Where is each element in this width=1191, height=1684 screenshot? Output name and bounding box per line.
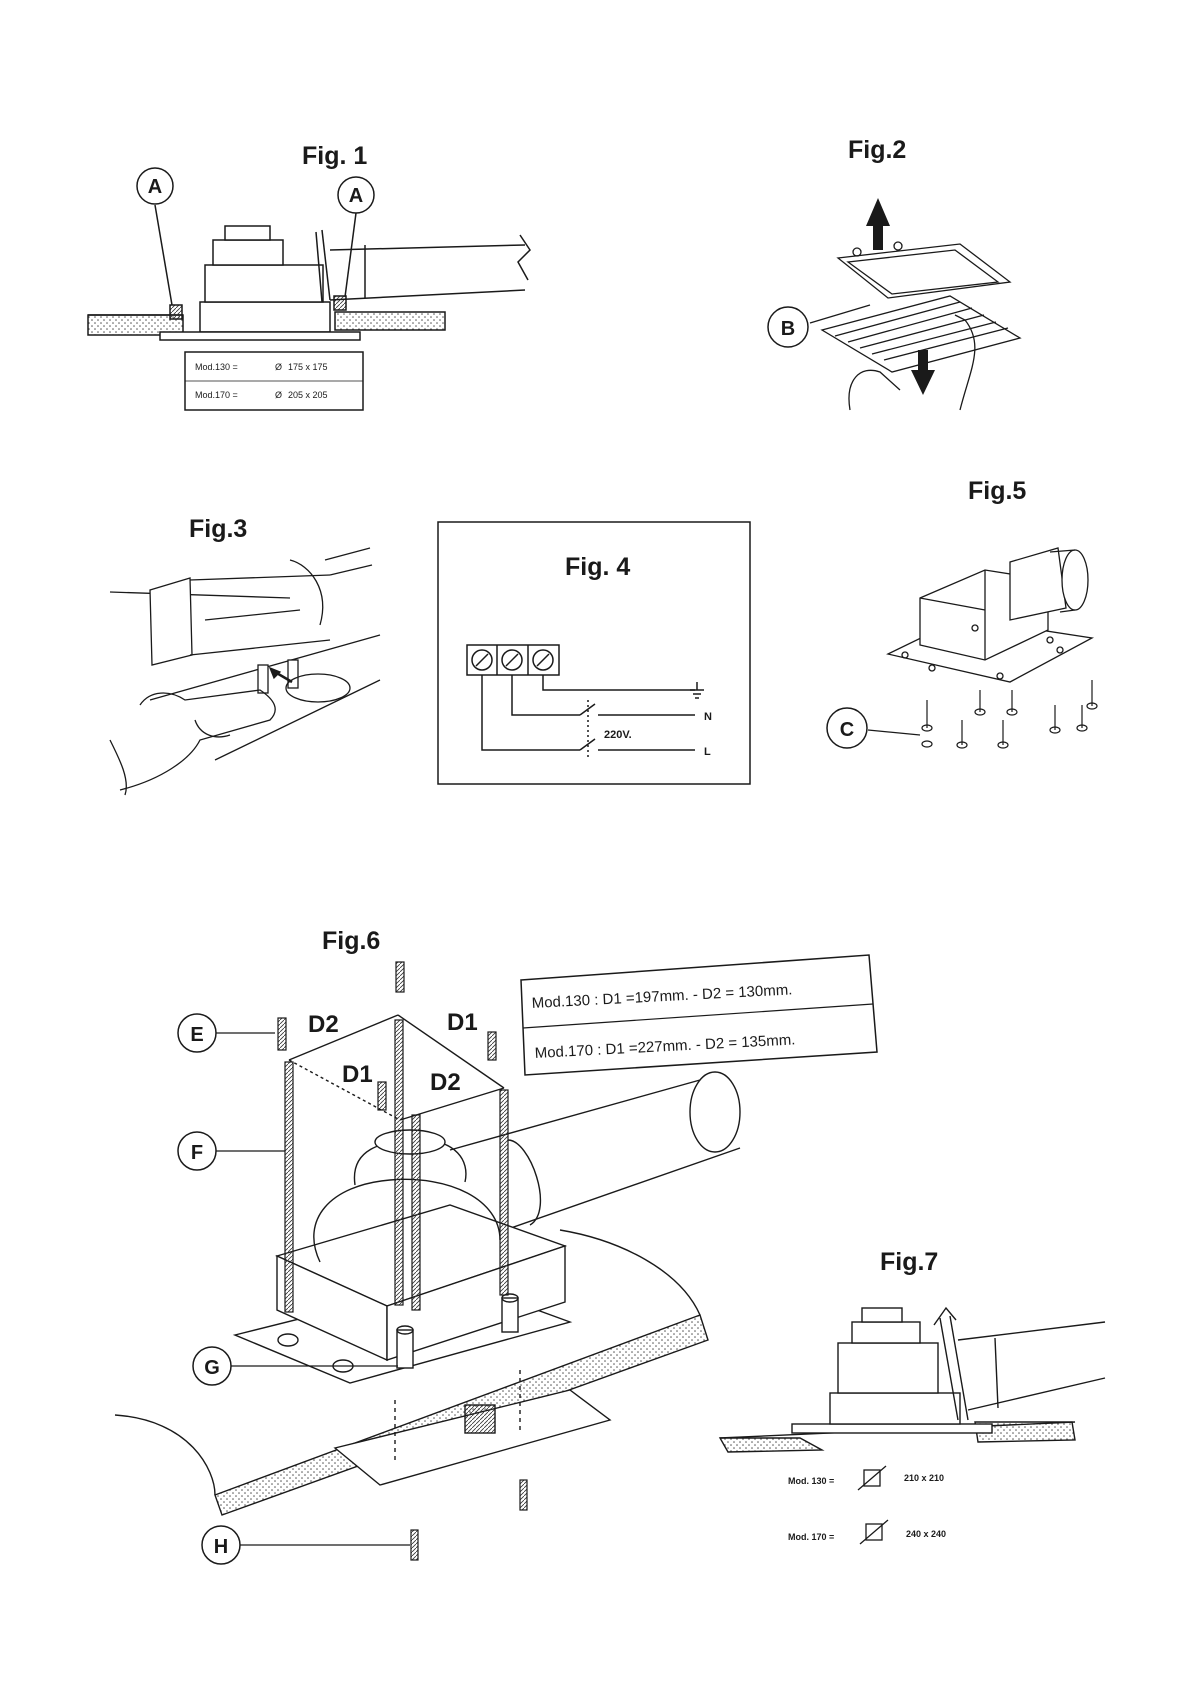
voltage-label: 220V. bbox=[604, 729, 632, 741]
fig1-drawing bbox=[88, 205, 530, 410]
dim-d2-lower: D2 bbox=[430, 1069, 461, 1096]
svg-text:G: G bbox=[204, 1357, 220, 1379]
fig4-wiring-diagram bbox=[438, 522, 750, 784]
svg-text:Mod.130 =: Mod.130 = bbox=[195, 362, 238, 372]
svg-text:Mod.170 =: Mod.170 = bbox=[195, 390, 238, 400]
fig6-dimension-table: Mod.130 : D1 =197mm. - D2 = 130mm. Mod.1… bbox=[521, 955, 877, 1075]
live-label: L bbox=[704, 746, 711, 758]
svg-text:205 x 205: 205 x 205 bbox=[288, 390, 328, 400]
svg-text:A: A bbox=[349, 185, 363, 207]
svg-text:F: F bbox=[191, 1142, 203, 1164]
neutral-label: N bbox=[704, 711, 712, 723]
svg-text:210 x 210: 210 x 210 bbox=[904, 1473, 944, 1483]
fig1-empty-symbol: Ø bbox=[275, 362, 282, 372]
dim-d2-upper: D2 bbox=[308, 1011, 339, 1038]
svg-text:Ø: Ø bbox=[275, 390, 282, 400]
fig2-arrow-up-icon bbox=[866, 198, 890, 250]
svg-text:B: B bbox=[781, 318, 795, 340]
svg-text:C: C bbox=[840, 719, 854, 741]
fig4-labels: 220V. N L bbox=[604, 711, 712, 758]
svg-text:240 x 240: 240 x 240 bbox=[906, 1529, 946, 1539]
fig7-size-table: Mod. 130 = 210 x 210 Mod. 170 = 240 x 24… bbox=[788, 1466, 946, 1544]
fig6-callout-e: E bbox=[178, 1014, 275, 1052]
svg-text:Mod. 170 =: Mod. 170 = bbox=[788, 1532, 834, 1542]
fig1-callout-a-left: A bbox=[137, 168, 173, 204]
fig5-drawing bbox=[888, 548, 1097, 748]
svg-text:H: H bbox=[214, 1536, 228, 1558]
svg-text:Mod. 130 =: Mod. 130 = bbox=[788, 1476, 834, 1486]
dim-d1-upper: D1 bbox=[447, 1009, 478, 1036]
fig7-drawing bbox=[720, 1308, 1105, 1452]
fig6-callout-h: H bbox=[202, 1526, 410, 1564]
svg-text:A: A bbox=[148, 176, 162, 198]
dim-d1-lower: D1 bbox=[342, 1061, 373, 1088]
svg-text:175 x 175: 175 x 175 bbox=[288, 362, 328, 372]
fig6-callout-f: F bbox=[178, 1132, 285, 1170]
fig1-callout-a-right: A bbox=[338, 177, 374, 213]
fig5-callout-c: C bbox=[827, 708, 920, 748]
svg-text:E: E bbox=[190, 1024, 203, 1046]
fig3-drawing bbox=[110, 548, 380, 795]
